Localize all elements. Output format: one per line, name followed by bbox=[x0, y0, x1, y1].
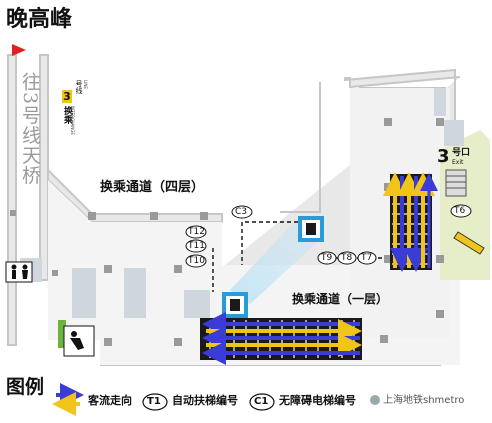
bridge-wall-right bbox=[39, 54, 49, 281]
marker-t12 bbox=[185, 225, 207, 239]
hall-escalators bbox=[200, 312, 362, 365]
watermark-text: 上海地铁shmetro bbox=[383, 395, 465, 406]
pillar bbox=[104, 265, 112, 273]
elevator-c3-label: C3 bbox=[235, 207, 248, 217]
pillar bbox=[384, 255, 392, 263]
exit-en: Exit bbox=[452, 159, 464, 166]
corridor-4f-label: 换乘通道（四层） bbox=[100, 180, 205, 195]
legend-escalator-marker bbox=[142, 393, 168, 411]
pillar bbox=[436, 255, 444, 263]
watermark-icon bbox=[370, 395, 380, 405]
watermark: 上海地铁shmetro bbox=[370, 395, 464, 406]
marker-t9 bbox=[317, 251, 337, 265]
stair-block bbox=[72, 268, 96, 318]
escalator-t8-label: T8 bbox=[341, 253, 353, 263]
pillar bbox=[436, 310, 444, 318]
map-title: 晚高峰 bbox=[6, 6, 73, 32]
restroom-icon bbox=[5, 261, 33, 283]
bridge-label: 往3号线天桥 bbox=[19, 72, 41, 186]
pillar bbox=[104, 338, 112, 346]
elevator-lower bbox=[222, 292, 248, 318]
escalator-markers bbox=[185, 204, 472, 268]
interchange-label: 换乘 bbox=[62, 106, 72, 124]
pillar bbox=[88, 212, 96, 220]
pillar bbox=[174, 338, 182, 346]
pillars bbox=[10, 118, 444, 346]
escalator-t9-label: T9 bbox=[321, 253, 333, 263]
exit-stairs bbox=[445, 169, 467, 197]
inner-wall bbox=[280, 82, 321, 213]
pillar bbox=[174, 265, 182, 273]
interchange-line-number: 3 bbox=[62, 90, 72, 103]
exit-ramp bbox=[453, 231, 485, 255]
pillar bbox=[150, 212, 158, 220]
escalator-t6-label: T6 bbox=[454, 206, 466, 216]
legend-elevator-marker bbox=[249, 393, 275, 411]
accessible-icon bbox=[63, 325, 95, 357]
legend-flow-arrows bbox=[52, 383, 84, 416]
stair-block bbox=[444, 120, 464, 146]
escalator-t10-label: T10 bbox=[188, 256, 205, 266]
marker-t8 bbox=[337, 251, 357, 265]
marker-t11 bbox=[185, 239, 207, 253]
pillar bbox=[384, 118, 392, 126]
escalator-t12-label: T12 bbox=[188, 227, 205, 237]
marker-c3 bbox=[231, 205, 253, 219]
elevator-upper bbox=[298, 216, 324, 242]
direction-flag bbox=[12, 44, 26, 56]
pillar bbox=[10, 210, 16, 216]
legend-elevator-symbol: C1 bbox=[254, 396, 269, 407]
platform-escalators bbox=[383, 172, 438, 272]
interchange-label-en: INTERCHANGE bbox=[70, 106, 75, 135]
pillar bbox=[200, 212, 208, 220]
marker-t6 bbox=[450, 204, 472, 218]
pillar bbox=[52, 270, 58, 276]
bridge-wall-left bbox=[7, 54, 17, 346]
interchange-line-en: LINE bbox=[83, 80, 88, 89]
legend-escalator-label: 自动扶梯编号 bbox=[172, 394, 238, 407]
stair-block bbox=[184, 290, 210, 318]
legend-escalator-symbol: T1 bbox=[147, 396, 161, 407]
pillar bbox=[380, 335, 388, 343]
stair-block bbox=[434, 88, 446, 116]
escalator-t11-label: T11 bbox=[188, 241, 205, 251]
legend-title: 图例 bbox=[6, 376, 45, 398]
pillar bbox=[436, 118, 444, 126]
marker-t7 bbox=[357, 251, 377, 265]
stair-block bbox=[124, 268, 146, 318]
marker-t10 bbox=[185, 254, 207, 268]
exit-text: 号口 bbox=[452, 148, 471, 158]
legend-flow-label: 客流走向 bbox=[88, 394, 132, 407]
interchange-line-text: 号线 bbox=[75, 80, 83, 94]
corridor-1f-label: 换乘通道（一层） bbox=[292, 292, 389, 306]
elevator-link-beam bbox=[230, 220, 320, 304]
legend-elevator-label: 无障碍电梯编号 bbox=[279, 394, 356, 407]
exit-number: 3 bbox=[437, 146, 450, 167]
escalator-t7-label: T7 bbox=[361, 253, 373, 263]
ramp-marking bbox=[58, 320, 66, 348]
